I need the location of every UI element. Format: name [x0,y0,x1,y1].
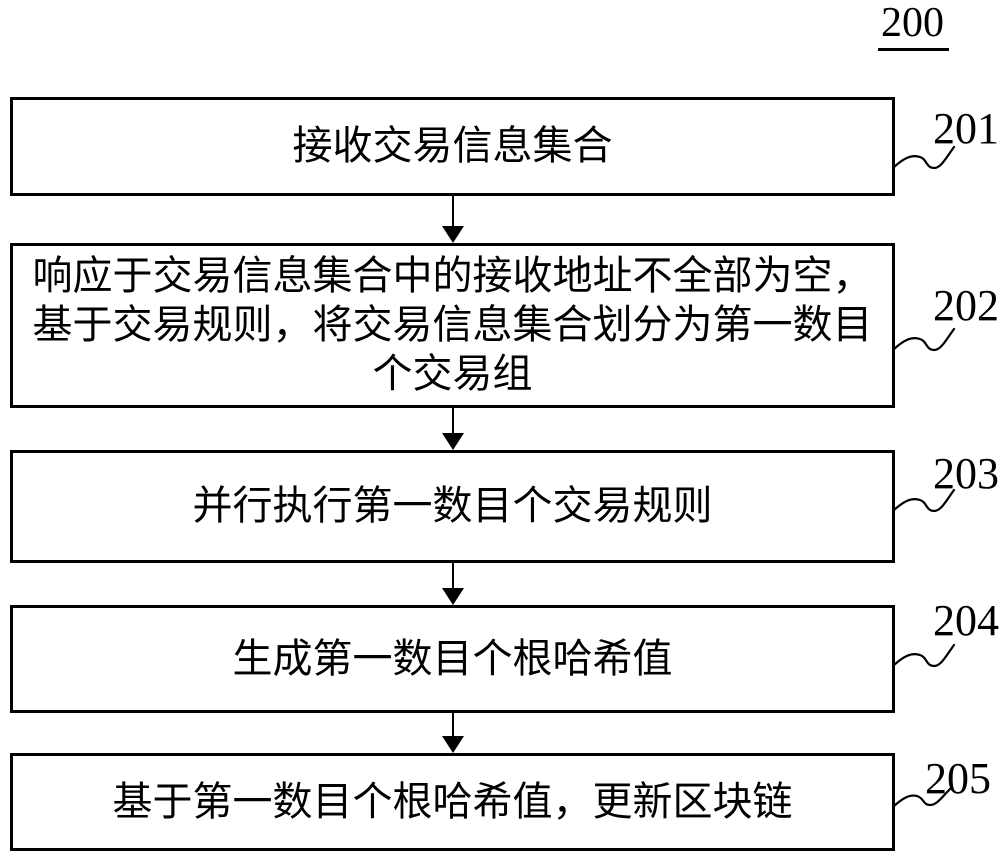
arrow-line [452,563,454,588]
arrow-line [452,408,454,433]
flow-step-text-203: 并行执行第一数目个交易规则 [192,483,713,529]
ref-number-203: 203 [933,449,999,498]
arrow-line [452,713,454,736]
flow-connector-1 [442,196,464,243]
ref-number-202: 202 [933,281,999,330]
flow-step-text-204: 生成第一数目个根哈希值 [232,635,673,681]
reference-leader-squiggle-204 [893,643,956,668]
flow-step-text-202: 响应于交易信息集合中的接收地址不全部为空， 基于交易规则，将交易信息集合划分为第… [32,253,873,396]
flow-step-text-201: 接收交易信息集合 [292,123,613,169]
arrow-line [452,196,454,226]
flow-step-box-204: 生成第一数目个根哈希值 [10,605,895,713]
arrow-down-icon [442,433,464,450]
arrow-down-icon [442,588,464,605]
ref-number-201: 201 [933,104,999,153]
flow-step-text-205: 基于第一数目个根哈希值，更新区块链 [112,778,793,824]
flow-connector-2 [442,408,464,450]
flow-step-box-202: 响应于交易信息集合中的接收地址不全部为空， 基于交易规则，将交易信息集合划分为第… [10,243,895,408]
arrow-down-icon [442,736,464,753]
reference-leader-squiggle-203 [893,488,956,513]
flow-step-box-205: 基于第一数目个根哈希值，更新区块链 [10,753,895,851]
flow-connector-3 [442,563,464,605]
ref-number-204: 204 [933,596,999,645]
flow-step-box-201: 接收交易信息集合 [10,97,895,196]
reference-leader-squiggle-201 [893,145,956,170]
arrow-down-icon [442,226,464,243]
flow-step-box-203: 并行执行第一数目个交易规则 [10,450,895,563]
reference-leader-squiggle-202 [893,327,956,352]
reference-leader-squiggle-205 [893,787,952,808]
flow-connector-4 [442,713,464,753]
ref-number-205: 205 [925,754,991,803]
figure-number: 200 [878,2,949,51]
